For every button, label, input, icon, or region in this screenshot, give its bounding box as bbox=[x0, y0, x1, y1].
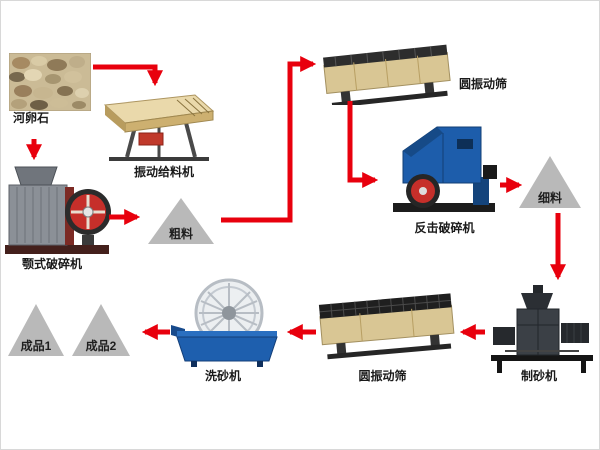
jaw-crusher-illustration bbox=[3, 157, 113, 259]
fine-material-label: 细料 bbox=[537, 191, 562, 205]
product2-label: 成品2 bbox=[85, 339, 117, 353]
pebbles-photo bbox=[9, 53, 91, 111]
sand-maker-illustration bbox=[487, 281, 597, 375]
arrow-coarse-to-screen-top bbox=[221, 55, 317, 223]
product2-triangle: 成品2 bbox=[72, 304, 130, 356]
product1-label: 成品1 bbox=[20, 339, 52, 353]
arrow-pebbles-to-feeder bbox=[93, 64, 164, 87]
circular-screen-bottom-illustration bbox=[317, 291, 457, 361]
sand-washer-label: 洗砂机 bbox=[204, 369, 241, 383]
circular-screen-top-illustration bbox=[317, 41, 457, 105]
sand-washer-illustration bbox=[171, 277, 283, 369]
screen-top-label: 圆振动筛 bbox=[459, 77, 508, 91]
fine-material-triangle: 细料 bbox=[519, 156, 581, 208]
jaw-crusher-label: 颚式破碎机 bbox=[21, 257, 82, 271]
screen-bottom-label: 圆振动筛 bbox=[358, 369, 407, 383]
product1-triangle: 成品1 bbox=[8, 304, 64, 356]
vibrating-feeder-illustration bbox=[99, 89, 217, 165]
feeder-label: 振动给料机 bbox=[133, 165, 194, 179]
impact-crusher-label: 反击破碎机 bbox=[414, 221, 475, 235]
coarse-material-label: 粗料 bbox=[168, 227, 193, 241]
arrow-screen-top-to-impact bbox=[347, 101, 379, 189]
sand-maker-label: 制砂机 bbox=[520, 369, 557, 383]
coarse-material-triangle: 粗料 bbox=[148, 198, 214, 244]
pebbles-label: 河卵石 bbox=[13, 111, 50, 125]
impact-crusher-illustration bbox=[385, 117, 503, 217]
